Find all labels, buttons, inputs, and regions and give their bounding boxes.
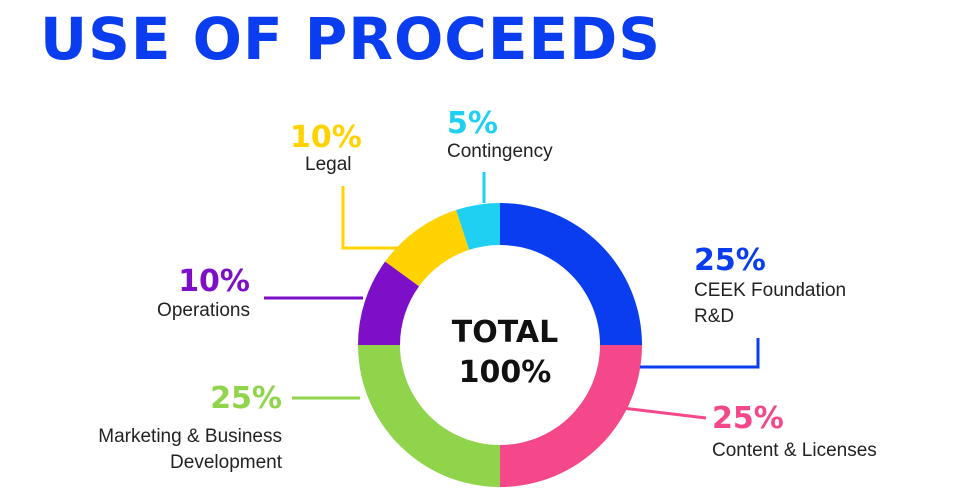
donut-slice-0 (500, 203, 642, 345)
slice-category-label-1-0: Content & Licenses (712, 440, 877, 461)
leader-line-1 (605, 404, 707, 420)
slice-category-label-0-1: R&D (694, 306, 734, 327)
slice-value-label-4: 10% (290, 120, 362, 155)
donut-slice-3 (358, 261, 420, 345)
slice-category-label-5-0: Contingency (447, 141, 553, 162)
donut-slice-4 (385, 209, 470, 287)
slice-value-label-0: 25% (694, 243, 766, 278)
donut-slice-1 (500, 345, 642, 487)
slice-value-label-3: 10% (178, 264, 250, 299)
center-total-label: TOTAL (452, 315, 558, 350)
leader-line-4 (341, 186, 398, 250)
donut-slices (358, 203, 642, 487)
slice-value-label-2: 25% (210, 381, 282, 416)
page-title: USE OF PROCEEDS (40, 5, 661, 73)
leader-lines (264, 172, 760, 420)
donut-slice-5 (456, 203, 500, 250)
center-total-value: 100% (459, 355, 552, 390)
slice-category-label-0-0: CEEK Foundation (694, 280, 846, 301)
slice-value-label-1: 25% (712, 401, 784, 436)
slice-category-label-3-0: Operations (157, 300, 250, 321)
slice-category-label-4-0: Legal (305, 154, 352, 175)
donut-slice-2 (358, 345, 500, 487)
slice-category-label-2-1: Development (170, 452, 283, 473)
leader-line-0 (640, 338, 760, 369)
slice-value-label-5: 5% (447, 106, 498, 141)
slice-category-label-2-0: Marketing & Business (98, 426, 282, 447)
